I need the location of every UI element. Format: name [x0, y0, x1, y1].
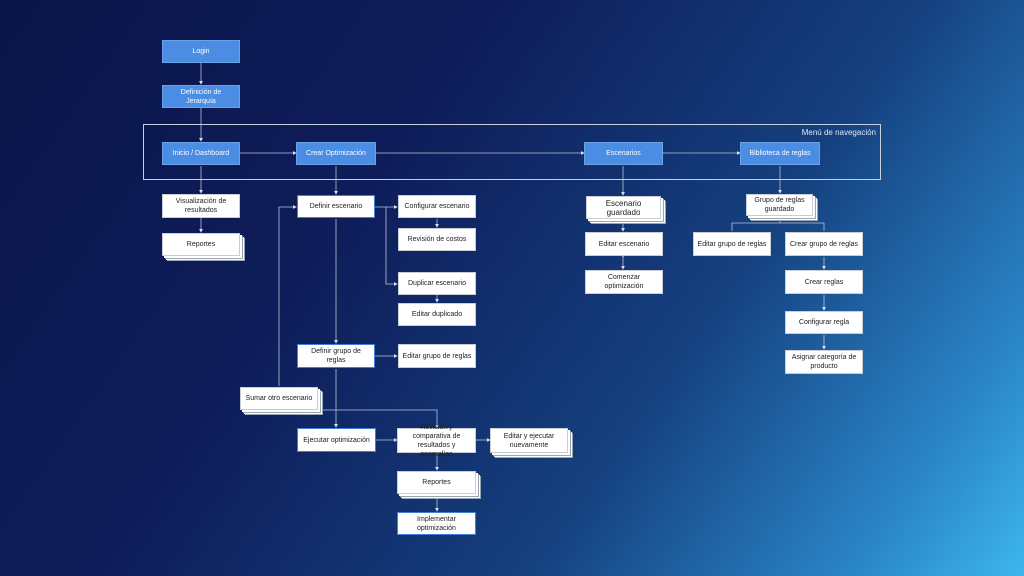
- jerarquia-node[interactable]: Definición de Jerarquía: [162, 85, 240, 108]
- comenzar-optimizacion-node: Comenzar optimización: [585, 270, 663, 294]
- visualizacion-resultados-node: Visualización de resultados: [162, 194, 240, 218]
- crear-optimizacion-node[interactable]: Crear Optimización: [296, 142, 376, 165]
- grupo-reglas-guardado-node: Grupo de reglas guardado: [746, 194, 813, 216]
- edge-to-sumar: [318, 403, 336, 411]
- inicio-dashboard-node[interactable]: Inicio / Dashboard: [162, 142, 240, 165]
- asignar-categoria-node: Asignar categoría de producto: [785, 350, 863, 374]
- navigation-menu-title: Menú de navegación: [801, 128, 876, 137]
- crear-grupo-reglas-node: Crear grupo de reglas: [785, 232, 863, 256]
- editar-escenario-node: Editar escenario: [585, 232, 663, 256]
- edge-to-revision: [336, 409, 439, 429]
- editar-grupo-reglas-node-2: Editar grupo de reglas: [693, 232, 771, 256]
- configurar-escenario-node: Configurar escenario: [398, 195, 476, 218]
- crear-reglas-node: Crear reglas: [785, 270, 863, 294]
- biblioteca-reglas-node[interactable]: Biblioteca de reglas: [740, 142, 820, 165]
- reportes-node-2: Reportes: [397, 471, 476, 494]
- escenario-guardado-node: Escenario guardado: [586, 196, 661, 219]
- escenarios-node[interactable]: Escenarios: [584, 142, 663, 165]
- navigation-menu-frame: Menú de navegación: [143, 124, 881, 180]
- editar-ejecutar-node: Editar y ejecutar nuevamente: [490, 428, 568, 453]
- edge-sumar-definir: [278, 205, 297, 386]
- editar-grupo-reglas-node-1: Editar grupo de reglas: [398, 344, 476, 368]
- sumar-escenario-node: Sumar otro escenario: [240, 387, 318, 410]
- duplicar-escenario-node: Duplicar escenario: [398, 272, 476, 295]
- definir-grupo-reglas-node: Definir grupo de reglas: [297, 344, 375, 368]
- implementar-optimizacion-node: Implementar optimización: [397, 512, 476, 535]
- configurar-regla-node: Configurar regla: [785, 311, 863, 334]
- ejecutar-optimizacion-node: Ejecutar optimización: [297, 428, 376, 452]
- definir-escenario-node: Definir escenario: [297, 195, 375, 218]
- reportes-node-1: Reportes: [162, 233, 240, 256]
- login-node[interactable]: Login: [162, 40, 240, 63]
- revision-comparativa-node: Revisión y comparativa de resultados y a…: [397, 424, 476, 458]
- editar-duplicado-node: Editar duplicado: [398, 303, 476, 326]
- edge-definir-duplicar: [385, 207, 398, 286]
- edge-grupo-split: [731, 222, 825, 231]
- revision-costos-node: Revisión de costos: [398, 228, 476, 251]
